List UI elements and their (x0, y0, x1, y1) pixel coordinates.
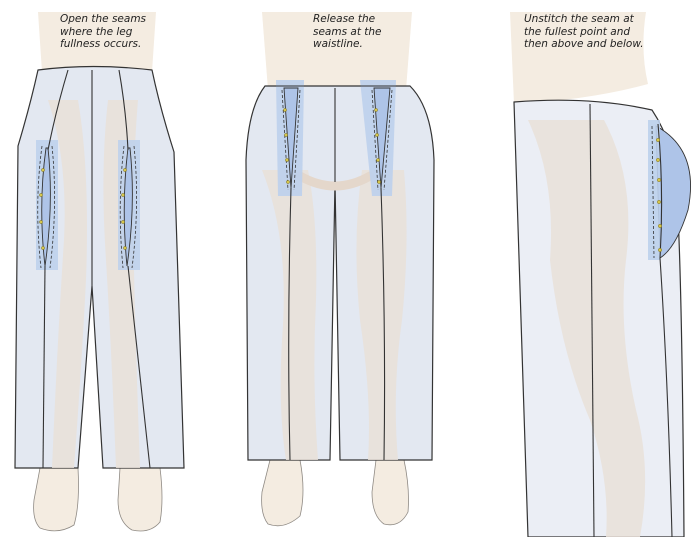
figure-1-stitch-line (49, 145, 55, 269)
caption-line: seams at the (313, 25, 382, 38)
figure-2-stitch-line (371, 89, 379, 191)
figure-2-seam-line (288, 187, 292, 461)
caption-line: Release the (313, 13, 376, 25)
figure-2-stitch-line (383, 89, 393, 191)
figure-2-stitch-line (293, 89, 301, 191)
figure-3-hip-bulge (655, 125, 691, 259)
figure-1-left-leg-shadow (48, 100, 87, 468)
figure-2-trousers (245, 85, 435, 461)
figure-1-left-foot (33, 467, 79, 532)
figure-2-left-foot (261, 459, 304, 527)
figure-3-side-view (510, 12, 691, 537)
caption-open-seams: Open the seams where the leg fullness oc… (60, 13, 146, 51)
figure-1-stitch-line (131, 145, 137, 269)
pin-icon (283, 108, 381, 184)
figure-2-left-released-dart (283, 87, 299, 189)
figure-1-stitch-line (37, 145, 43, 269)
caption-line: fullness occurs. (60, 38, 142, 50)
figure-3-leg-shadow (528, 120, 646, 537)
caption-line: waistline. (313, 38, 363, 50)
figure-1-seam-line (47, 69, 69, 151)
figure-2-seat-shadow (295, 171, 375, 191)
figure-1-seam-line (127, 265, 151, 469)
caption-line: the fullest point and (524, 25, 631, 38)
caption-line: where the leg (60, 25, 133, 38)
pin-icon (656, 138, 662, 252)
caption-line: Open the seams (60, 13, 147, 25)
figure-1-torso (38, 12, 156, 72)
figure-3-torso (510, 12, 648, 104)
figure-2-back-view (245, 12, 435, 527)
figure-1-right-opened-seam (123, 147, 133, 267)
figure-1-left-opened-seam (41, 147, 51, 267)
figure-2-left-leg-shadow (262, 170, 318, 460)
caption-line: then above and below. (524, 38, 644, 50)
caption-release-seams: Release the seams at the waistline. (313, 13, 382, 51)
figure-2-stitch-line (281, 89, 289, 191)
figure-2-torso (262, 12, 412, 90)
caption-line: Unstitch the seam at (524, 13, 634, 25)
figure-1-seam-line (42, 265, 46, 469)
figure-3-seam-allowance (648, 120, 660, 260)
figure-3-stitch-line (651, 125, 655, 259)
caption-unstitch-seam: Unstitch the seam at the fullest point a… (524, 13, 644, 51)
figure-2-right-foot (371, 459, 409, 526)
figure-1-stitch-line (119, 145, 125, 269)
figure-2-right-released-dart (373, 87, 391, 189)
figure-3-outer-seam (657, 123, 673, 537)
figure-2-seam-line (380, 187, 386, 461)
figure-1-seam-line (118, 69, 129, 151)
figure-2-right-leg-shadow (356, 170, 407, 460)
figure-1-right-foot (117, 467, 163, 532)
pin-icon (39, 168, 127, 250)
figure-3-side-seam (589, 103, 595, 537)
figure-1-front-view (14, 12, 185, 532)
